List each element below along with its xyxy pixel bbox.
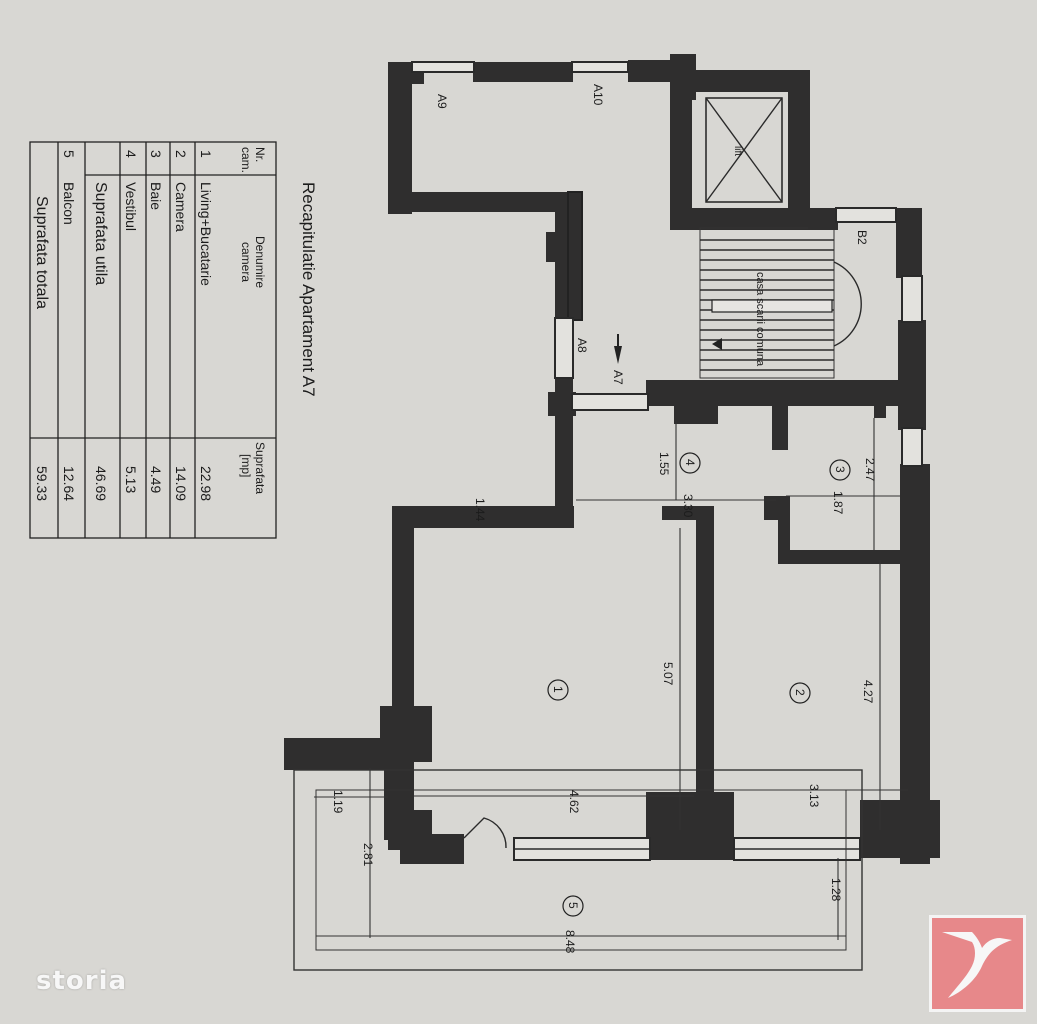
- svg-text:Camera: Camera: [173, 182, 189, 232]
- svg-text:1: 1: [551, 686, 565, 693]
- table-row-balcony: 5 Balcon 12.64: [61, 150, 77, 501]
- opening-label: A8: [575, 338, 589, 353]
- door-swing: [463, 817, 507, 849]
- bird-logo-icon: [942, 932, 1012, 998]
- svg-text:2: 2: [793, 689, 807, 696]
- wall: [808, 208, 940, 864]
- header-nr-line2: cam.: [239, 147, 253, 173]
- dim-label: 2.81: [361, 843, 375, 867]
- opening-label: A9: [435, 94, 449, 109]
- window: [411, 61, 923, 861]
- svg-text:3: 3: [148, 150, 164, 158]
- header-name-line2: camera: [239, 242, 253, 282]
- wall: [662, 496, 908, 806]
- svg-text:1: 1: [198, 150, 214, 158]
- svg-text:3: 3: [833, 466, 847, 473]
- table-title: Recapitulatie Apartament A7: [299, 182, 318, 397]
- svg-text:4.49: 4.49: [148, 466, 164, 493]
- svg-text:4: 4: [123, 150, 139, 158]
- opening-label: A10: [591, 84, 605, 106]
- svg-text:5.13: 5.13: [123, 466, 139, 493]
- storia-watermark: storia: [36, 966, 128, 996]
- svg-text:46.69: 46.69: [93, 466, 109, 501]
- wall: [284, 706, 734, 864]
- dim-label: 5.07: [661, 662, 675, 686]
- svg-text:Suprafata totala: Suprafata totala: [33, 196, 50, 309]
- svg-text:Baie: Baie: [148, 182, 164, 210]
- table-row: 4 Vestibul 5.13: [123, 150, 139, 493]
- svg-text:12.64: 12.64: [61, 466, 77, 501]
- svg-text:59.33: 59.33: [34, 466, 50, 501]
- svg-text:Suprafata utila: Suprafata utila: [92, 182, 109, 285]
- svg-text:5: 5: [61, 150, 77, 158]
- stair-arrow-icon: [712, 338, 722, 350]
- svg-text:casa scarii comuna: casa scarii comuna: [754, 272, 766, 367]
- staircase: casa scarii comuna: [699, 227, 862, 379]
- dim-label: 1.87: [831, 491, 845, 515]
- room-marker: 4: [679, 452, 701, 474]
- table-row: 3 Baie 4.49: [148, 150, 164, 493]
- dim-label: 1.55: [657, 452, 671, 476]
- table-row-useful: Suprafata utila 46.69: [92, 182, 109, 501]
- table-row: 1 Living+Bucatarie 22.98: [198, 150, 214, 501]
- dim-label: 3.30: [681, 494, 695, 518]
- svg-text:Vestibul: Vestibul: [123, 182, 139, 231]
- dimension-lines: [314, 418, 908, 940]
- dim-label: 1.44: [473, 498, 487, 522]
- header-name-line1: Denumire: [253, 236, 267, 288]
- storia-logo-badge: [929, 915, 1026, 1012]
- table-row: 2 Camera 14.09: [173, 150, 189, 501]
- opening-label: A7: [611, 370, 625, 385]
- dim-label: 2.47: [863, 458, 877, 482]
- svg-text:lift: lift: [732, 146, 743, 156]
- header-nr-line1: Nr.: [253, 147, 267, 162]
- table-row-total: Suprafata totala 59.33: [33, 196, 50, 501]
- svg-text:Balcon: Balcon: [61, 182, 77, 225]
- room-marker: 5: [562, 895, 584, 917]
- opening-label: B2: [855, 230, 869, 245]
- wall: [646, 380, 918, 450]
- room-marker: 2: [789, 682, 811, 704]
- lift-shaft: lift: [670, 70, 810, 230]
- svg-text:4: 4: [683, 459, 697, 466]
- dim-label: 4.27: [861, 680, 875, 704]
- dim-label: 4.62: [567, 790, 581, 814]
- floor-plan: lift casa scarii comuna: [284, 54, 940, 971]
- entry-arrow-icon: [614, 346, 622, 364]
- room-marker: 1: [547, 679, 569, 701]
- dim-label: 3.13: [807, 784, 821, 808]
- table-frame: [29, 141, 277, 539]
- svg-text:Living+Bucatarie: Living+Bucatarie: [198, 182, 214, 286]
- svg-text:5: 5: [566, 902, 580, 909]
- dim-label: 8.48: [563, 930, 577, 954]
- summary-table: Recapitulatie Apartament A7 Nr. cam. Den…: [29, 141, 318, 539]
- wall: [388, 54, 696, 706]
- svg-text:14.09: 14.09: [173, 466, 189, 501]
- svg-text:2: 2: [173, 150, 189, 158]
- room-marker: 3: [829, 459, 851, 481]
- dim-label: 1.19: [331, 790, 345, 814]
- header-area-line2: [mp]: [239, 454, 253, 477]
- svg-text:22.98: 22.98: [198, 466, 214, 501]
- header-area-line1: Suprafata: [253, 442, 267, 494]
- balcony: [293, 769, 863, 971]
- dim-label: 1.28: [829, 878, 843, 902]
